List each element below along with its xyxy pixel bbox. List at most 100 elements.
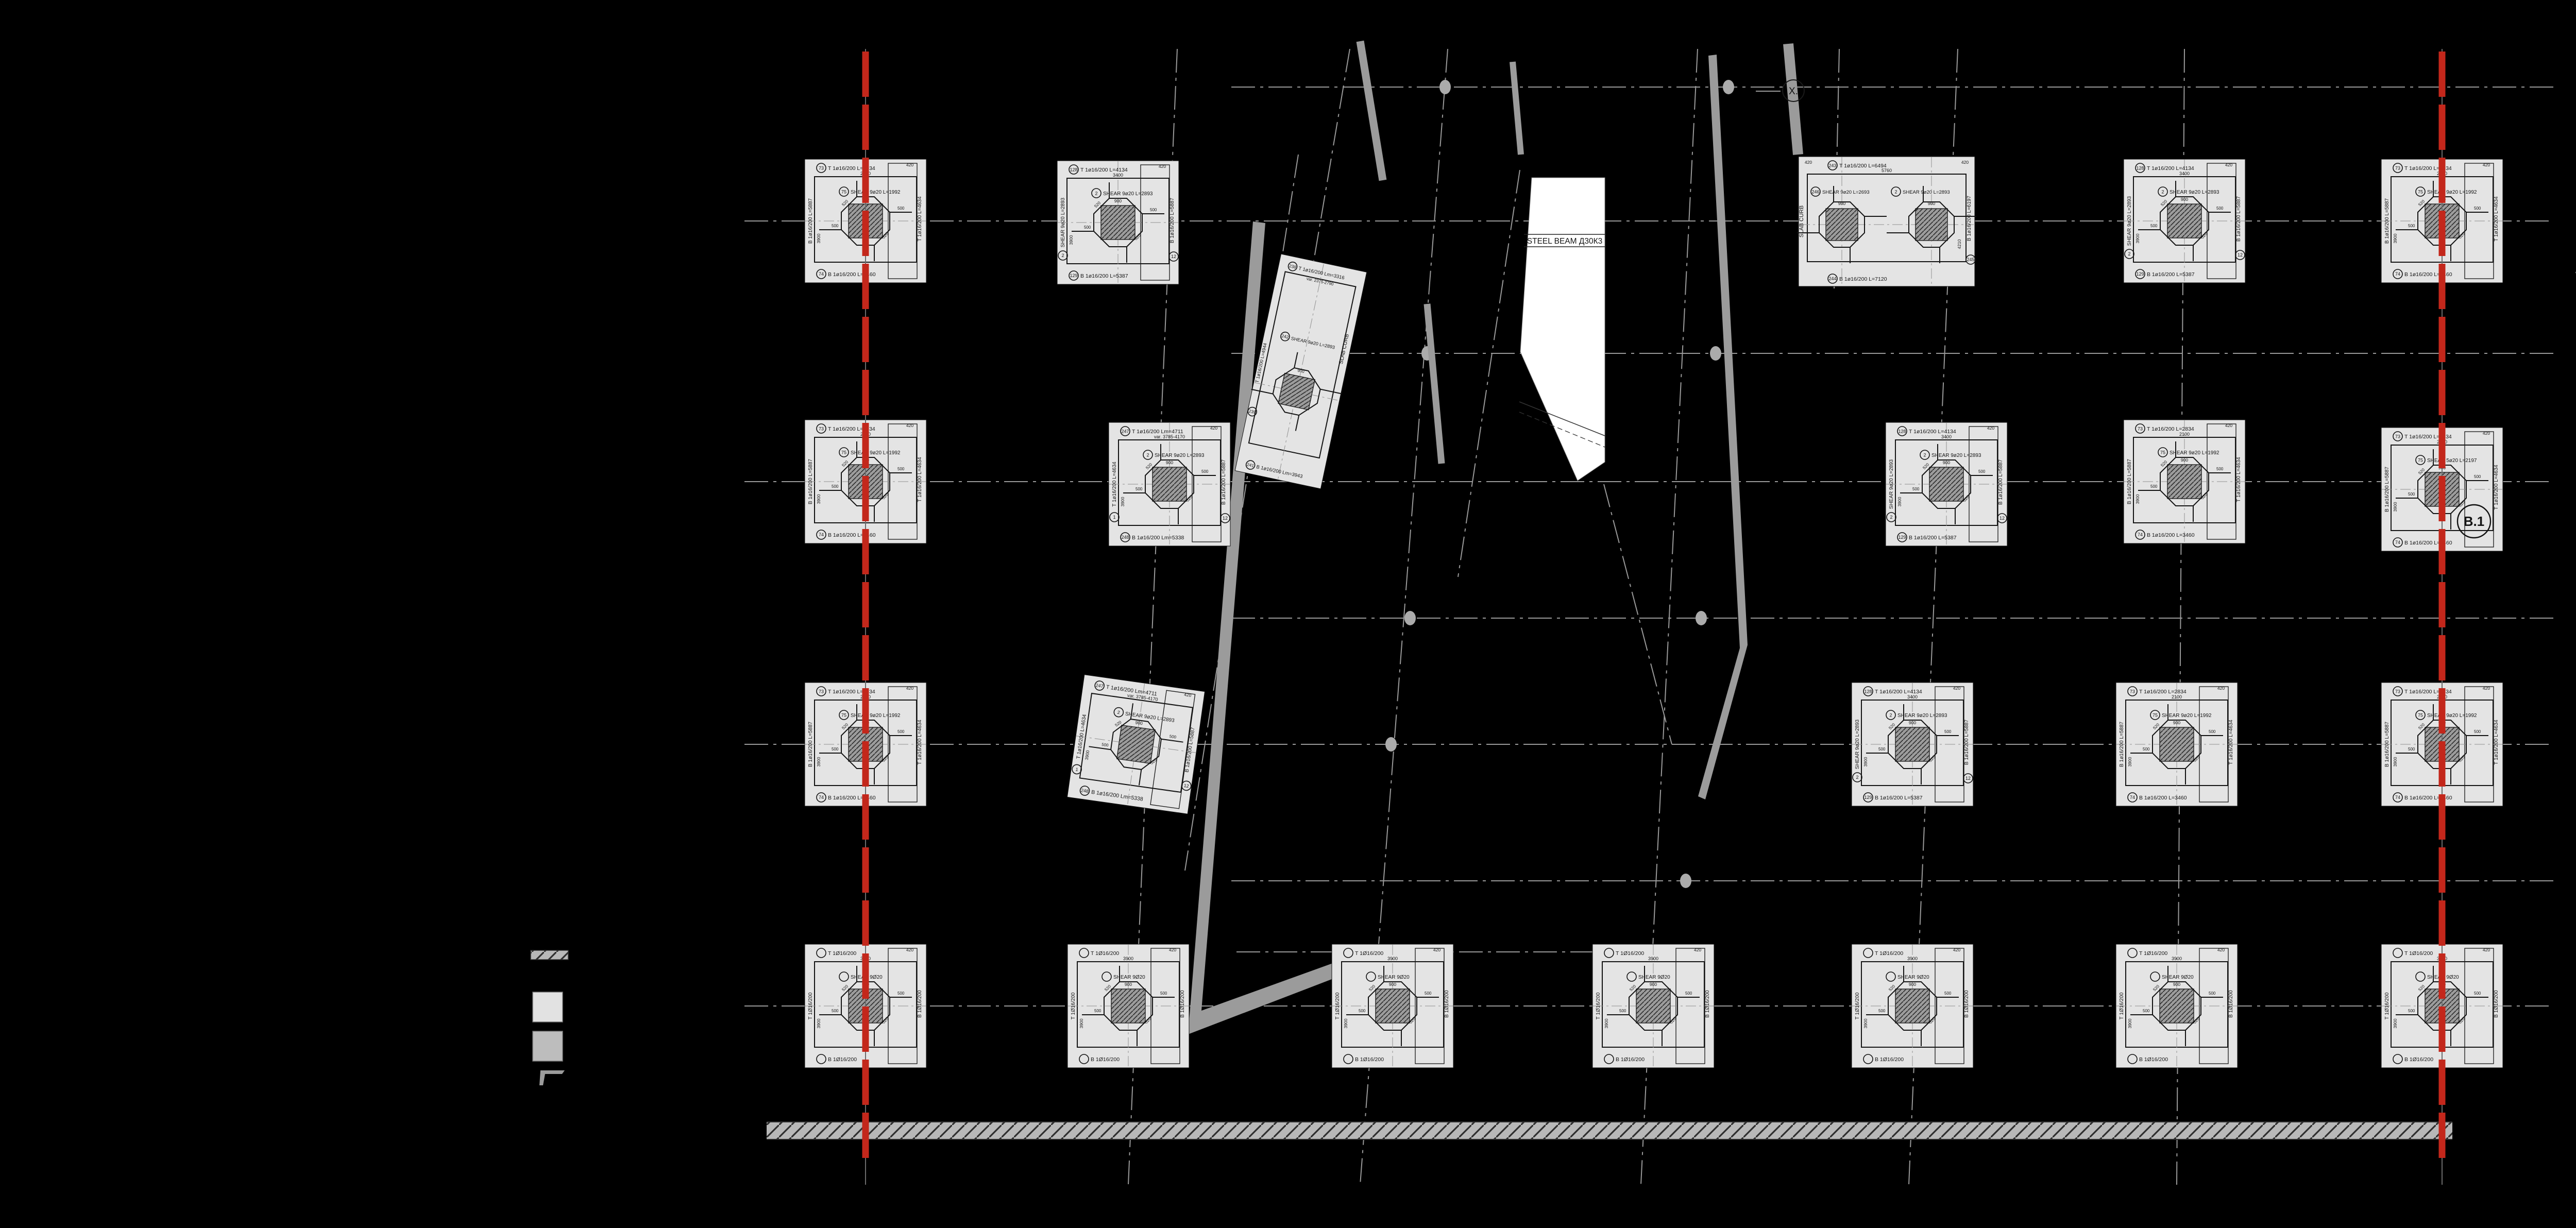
svg-text:SHEAR 9ø20 L=2893: SHEAR 9ø20 L=2893	[1855, 719, 1860, 769]
svg-text:900: 900	[1114, 198, 1122, 203]
svg-text:B 1ø16/200 L=5387: B 1ø16/200 L=5387	[2147, 271, 2195, 278]
svg-text:2: 2	[1117, 710, 1120, 715]
svg-text:3900: 3900	[1120, 497, 1125, 506]
svg-text:3900: 3900	[2393, 233, 2398, 243]
svg-text:B 1ø16/200 L=3460: B 1ø16/200 L=3460	[2139, 795, 2187, 801]
svg-text:T 1Ø16/200: T 1Ø16/200	[1091, 950, 1119, 957]
svg-text:74: 74	[2138, 532, 2143, 537]
svg-text:B 1ø16/200 L=5887: B 1ø16/200 L=5887	[1221, 459, 1227, 505]
svg-text:500: 500	[2216, 206, 2224, 211]
svg-text:3400: 3400	[1941, 434, 1952, 439]
svg-text:T 1Ø16/200: T 1Ø16/200	[1071, 992, 1076, 1019]
svg-text:B 1ø16/200 L=5887: B 1ø16/200 L=5887	[808, 722, 814, 768]
svg-text:247: 247	[1095, 683, 1104, 689]
svg-text:244: 244	[1828, 276, 1836, 281]
svg-text:T 1ø16/200 L=4634: T 1ø16/200 L=4634	[917, 196, 923, 242]
svg-text:B 1ø16/200 L=5887: B 1ø16/200 L=5887	[1170, 198, 1175, 244]
svg-text:SHEAR 9ø20 L=2893: SHEAR 9ø20 L=2893	[1060, 197, 1066, 247]
svg-text:T 1ø16/200 L=2834: T 1ø16/200 L=2834	[2147, 426, 2194, 432]
svg-text:SHEAR 9ø20 L=2893: SHEAR 9ø20 L=2893	[2127, 196, 2132, 246]
svg-text:B 1Ø16/200: B 1Ø16/200	[1180, 990, 1185, 1018]
svg-text:SHEAR 9Ø20: SHEAR 9Ø20	[1378, 975, 1410, 980]
svg-text:T 1ø16/200 L=2834: T 1ø16/200 L=2834	[2139, 689, 2187, 695]
svg-text:500: 500	[1160, 991, 1167, 996]
svg-text:SHEAR 9ø20 L=1992: SHEAR 9ø20 L=1992	[2170, 450, 2219, 456]
svg-text:74: 74	[2395, 271, 2400, 277]
svg-text:SLAB CURB: SLAB CURB	[1799, 206, 1805, 237]
svg-text:420: 420	[1961, 160, 1969, 165]
svg-text:SHEAR 9ø20 L=2893: SHEAR 9ø20 L=2893	[2170, 190, 2219, 195]
svg-text:4210: 4210	[1957, 239, 1962, 249]
svg-text:248: 248	[1121, 535, 1129, 540]
svg-text:500: 500	[2408, 747, 2415, 752]
svg-text:T 1ø16/200 L=4634: T 1ø16/200 L=4634	[2494, 720, 2499, 765]
svg-text:420: 420	[1169, 947, 1176, 952]
svg-text:3400: 3400	[1113, 173, 1123, 178]
svg-text:128: 128	[1898, 429, 1906, 434]
svg-text:500: 500	[1978, 469, 1986, 474]
svg-text:2: 2	[1146, 452, 1149, 457]
svg-text:420: 420	[1694, 947, 1701, 952]
svg-text:SHEAR 9ø20 L=1992: SHEAR 9ø20 L=1992	[851, 450, 901, 456]
svg-text:900: 900	[1943, 460, 1950, 465]
svg-text:500: 500	[2143, 1009, 2150, 1013]
svg-text:SHEAR 9ø20 L=2693: SHEAR 9ø20 L=2693	[1822, 190, 1870, 195]
svg-text:T 1Ø16/200: T 1Ø16/200	[2384, 992, 2390, 1019]
svg-text:420: 420	[906, 686, 913, 691]
svg-text:T 1ø16/200 L=4634: T 1ø16/200 L=4634	[2228, 720, 2234, 765]
svg-text:245: 245	[1967, 257, 1974, 262]
svg-text:500: 500	[832, 484, 839, 489]
svg-text:500: 500	[2474, 206, 2481, 211]
svg-text:500: 500	[1878, 1009, 1886, 1013]
svg-text:SHEAR 9ø20 L=2893: SHEAR 9ø20 L=2893	[1103, 191, 1153, 197]
svg-text:B 1ø16/200 L=5887: B 1ø16/200 L=5887	[2384, 198, 2390, 244]
svg-text:1: 1	[1075, 766, 1078, 772]
svg-text:129: 129	[1070, 273, 1077, 278]
svg-text:SHEAR 9ø20 L=2893: SHEAR 9ø20 L=2893	[1889, 459, 1894, 509]
svg-text:B 1ø16/200 L=5887: B 1ø16/200 L=5887	[2236, 196, 2242, 242]
svg-text:3900: 3900	[816, 757, 821, 766]
svg-text:420: 420	[2483, 947, 2490, 952]
svg-text:3400: 3400	[1907, 694, 1918, 700]
svg-text:12: 12	[1999, 516, 2005, 521]
svg-text:B 1Ø16/200: B 1Ø16/200	[1091, 1056, 1120, 1063]
svg-text:500: 500	[1912, 487, 1920, 491]
svg-text:420: 420	[1210, 425, 1217, 431]
svg-text:B 1ø16/200 L=5387: B 1ø16/200 L=5387	[1080, 273, 1128, 279]
svg-text:3900: 3900	[2127, 757, 2132, 766]
svg-text:SHEAR 9ø20 L=2893: SHEAR 9ø20 L=2893	[1897, 713, 1947, 719]
svg-text:900: 900	[1838, 201, 1845, 206]
svg-text:3900: 3900	[816, 1018, 821, 1028]
svg-text:500: 500	[832, 747, 839, 752]
svg-text:500: 500	[1201, 469, 1209, 474]
svg-text:129: 129	[1898, 535, 1906, 540]
svg-text:3900: 3900	[2393, 1018, 2398, 1028]
svg-text:420: 420	[1184, 692, 1192, 698]
svg-text:500: 500	[2474, 474, 2481, 479]
svg-text:900: 900	[2181, 197, 2188, 202]
svg-text:B 1ø16/200 L=5887: B 1ø16/200 L=5887	[1998, 459, 2004, 505]
svg-text:420: 420	[906, 423, 913, 428]
svg-text:73: 73	[2395, 165, 2400, 170]
svg-text:2: 2	[1923, 452, 1926, 457]
svg-text:500: 500	[2216, 467, 2224, 471]
svg-text:900: 900	[1135, 720, 1143, 726]
svg-text:74: 74	[819, 271, 824, 277]
svg-text:T 1ø16/200 L=4634: T 1ø16/200 L=4634	[2236, 457, 2242, 502]
svg-text:1: 1	[1113, 515, 1115, 520]
svg-text:B 1Ø16/200: B 1Ø16/200	[2228, 990, 2234, 1018]
svg-text:T 1ø16/200 L=4634: T 1ø16/200 L=4634	[917, 720, 923, 765]
svg-text:T 1Ø16/200: T 1Ø16/200	[2119, 992, 2125, 1019]
svg-text:129: 129	[2136, 271, 2144, 277]
svg-text:75: 75	[841, 450, 846, 455]
svg-text:T 1Ø16/200: T 1Ø16/200	[2139, 950, 2167, 957]
svg-text:B 1Ø16/200: B 1Ø16/200	[828, 1056, 857, 1063]
svg-text:500: 500	[1084, 225, 1091, 230]
svg-text:12: 12	[1171, 254, 1176, 259]
